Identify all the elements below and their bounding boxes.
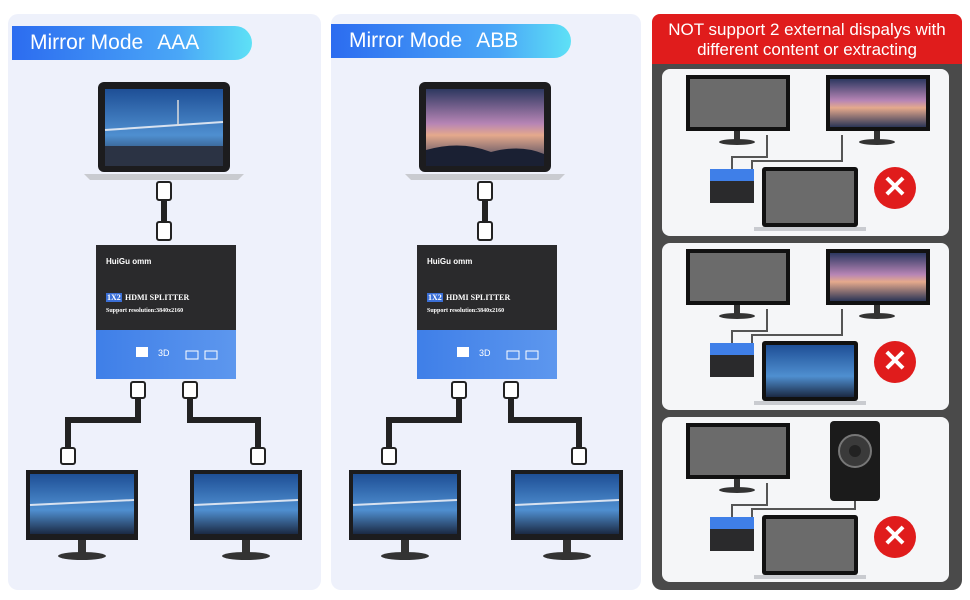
svg-text:1X2: 1X2 — [428, 293, 442, 302]
warning-banner: NOT support 2 external dispalys with dif… — [652, 14, 962, 64]
svg-text:Support resolution:3840x2160: Support resolution:3840x2160 — [106, 308, 183, 314]
splitter-device-icon: HuiGu omm 1X2 HDMI SPLITTER Support reso… — [417, 245, 557, 379]
abb-diagram: HuiGu omm 1X2 HDMI SPLITTER Support reso… — [349, 82, 623, 560]
mode-label: Mirror Mode — [349, 29, 463, 52]
warning-line-2: different content or extracting — [697, 40, 917, 59]
laptop-icon — [754, 341, 866, 405]
monitor-icon — [686, 249, 790, 319]
mode-label: Mirror Mode — [30, 31, 144, 54]
mode-code: AAA — [157, 31, 200, 54]
monitor-icon — [826, 75, 930, 145]
svg-text:HuiGu omm: HuiGu omm — [427, 257, 472, 266]
monitor-icon — [349, 470, 461, 560]
unsupported-diagrams — [686, 75, 930, 579]
monitor-icon — [26, 470, 138, 560]
svg-text:Support resolution:3840x2160: Support resolution:3840x2160 — [427, 308, 504, 314]
monitor-icon — [686, 75, 790, 145]
monitor-icon — [686, 423, 790, 493]
monitor-icon — [826, 249, 930, 319]
monitor-icon — [190, 470, 302, 560]
x-circle-icon: ✕ — [874, 167, 916, 209]
hdmi-connector-icon — [156, 221, 172, 241]
aaa-diagram: HuiGu omm 1X2 HDMI SPLITTER Support reso… — [26, 82, 302, 560]
speaker-icon — [830, 421, 880, 501]
mode-title-aaa: Mirror Mode AAA — [12, 26, 252, 60]
monitor-icon — [511, 470, 623, 560]
svg-text:HDMI SPLITTER: HDMI SPLITTER — [446, 293, 510, 302]
svg-text:HDMI SPLITTER: HDMI SPLITTER — [125, 293, 189, 302]
laptop-icon — [754, 515, 866, 579]
laptop-icon — [405, 82, 565, 180]
warning-line-1: NOT support 2 external dispalys with — [668, 20, 946, 39]
svg-text:1X2: 1X2 — [107, 293, 121, 302]
hdmi-connector-icon — [156, 181, 172, 201]
svg-text:HuiGu omm: HuiGu omm — [106, 257, 151, 266]
svg-text:3D: 3D — [479, 348, 491, 358]
mode-code: ABB — [476, 29, 519, 52]
x-circle-icon: ✕ — [874, 341, 916, 383]
laptop-icon — [84, 82, 244, 180]
x-circle-icon: ✕ — [874, 516, 916, 558]
laptop-icon — [754, 167, 866, 231]
svg-text:3D: 3D — [158, 348, 170, 358]
mode-title-abb: Mirror Mode ABB — [331, 24, 571, 58]
splitter-device-icon: HuiGu omm 1X2 HDMI SPLITTER Support reso… — [96, 245, 236, 379]
